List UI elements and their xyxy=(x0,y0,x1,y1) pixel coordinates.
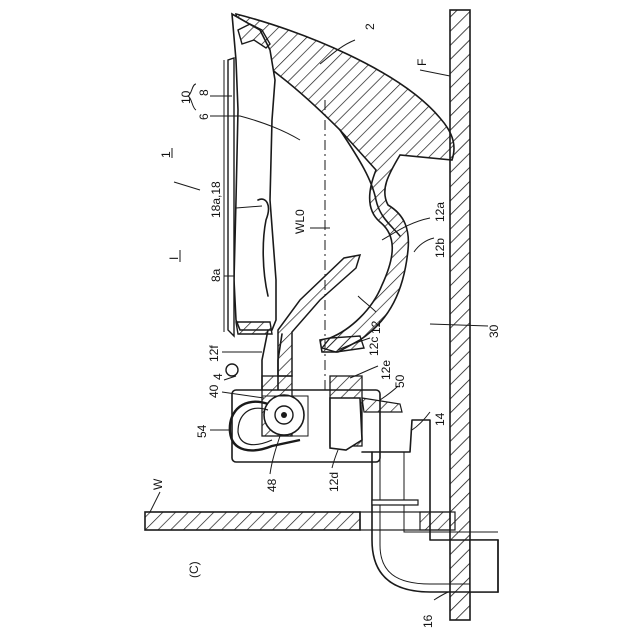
label-40: 40 xyxy=(207,384,221,398)
label-6: 6 xyxy=(197,113,211,120)
label-50: 50 xyxy=(393,374,407,388)
wall-w xyxy=(145,512,455,530)
label-8a: 8a xyxy=(209,268,223,282)
floor-f xyxy=(450,10,470,620)
label-12e: 12e xyxy=(379,360,393,380)
label-2: 2 xyxy=(363,23,377,30)
fitting-4 xyxy=(226,364,238,376)
label-12d: 12d xyxy=(327,472,341,492)
label-i: I xyxy=(167,257,181,260)
label-wl0: WL0 xyxy=(293,209,307,234)
label-54: 54 xyxy=(195,424,209,438)
outlet-pipe-16 xyxy=(470,540,498,592)
label-8: 8 xyxy=(197,89,211,96)
label-16: 16 xyxy=(421,614,435,628)
seat-8a xyxy=(224,58,234,336)
label-1: 1 xyxy=(159,151,173,158)
label-f: F xyxy=(415,59,429,66)
label-12c: 12c xyxy=(367,337,381,356)
trap-12 xyxy=(278,255,364,376)
panel-label-c: (C) xyxy=(187,561,201,578)
label-30: 30 xyxy=(487,324,501,338)
label-18: 18a,18 xyxy=(209,181,223,218)
label-w: W xyxy=(151,478,165,490)
label-4: 4 xyxy=(211,373,225,380)
label-12: 12 xyxy=(369,320,383,334)
label-14: 14 xyxy=(433,412,447,426)
label-12f: 12f xyxy=(207,345,221,362)
bowl-rim xyxy=(232,14,276,334)
label-12b: 12b xyxy=(433,238,447,258)
label-12a: 12a xyxy=(433,202,447,222)
label-48: 48 xyxy=(265,478,279,492)
